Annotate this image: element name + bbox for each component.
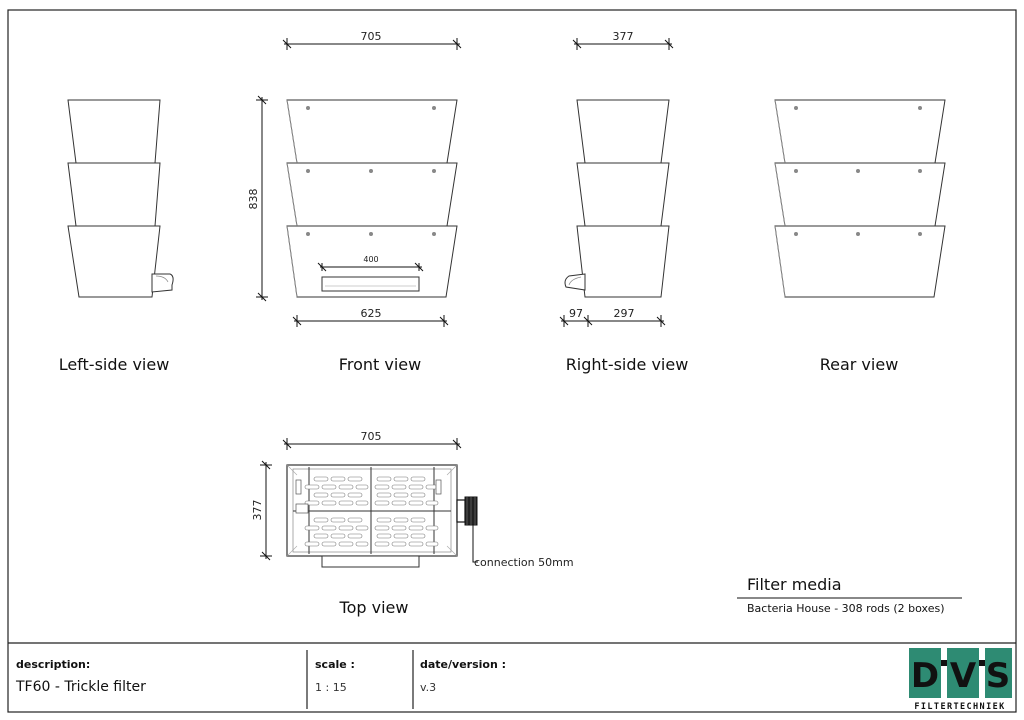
right-side-view-label: Right-side view (566, 355, 689, 374)
connection-label: connection 50mm (474, 556, 574, 569)
connection-fitting (456, 496, 478, 563)
side-width-top-dim: 377 (613, 30, 634, 43)
date-version-label: date/version : (420, 658, 506, 671)
scale-value: 1 : 15 (315, 681, 347, 694)
front-view-drawing (256, 38, 462, 327)
side-offset-dim: 97 (569, 307, 583, 320)
front-view-label: Front view (339, 355, 421, 374)
description-label: description: (16, 658, 90, 671)
right-side-view-drawing (559, 38, 674, 327)
title-block (8, 642, 1016, 709)
filter-media-title: Filter media (747, 575, 842, 594)
filter-media-text: Bacteria House - 308 rods (2 boxes) (747, 602, 945, 615)
front-opening-dim: 400 (363, 255, 378, 264)
left-side-view-drawing (67, 99, 174, 298)
logo-letter-d: D (911, 656, 939, 696)
top-depth-dim: 377 (251, 500, 264, 521)
rear-view-label: Rear view (820, 355, 899, 374)
top-width-dim: 705 (361, 430, 382, 443)
sheet-border (7, 9, 1017, 713)
logo-subtitle: FILTERTECHNIEK (914, 702, 1005, 712)
front-width-top-dim: 705 (361, 30, 382, 43)
logo-letter-s: S (986, 656, 1011, 696)
top-view-label: Top view (339, 598, 409, 617)
date-version-value: v.3 (420, 681, 436, 694)
logo-letter-v: V (950, 656, 977, 696)
rear-view-drawing (774, 99, 946, 298)
side-width-bottom-dim: 297 (614, 307, 635, 320)
dvs-logo: D V S FILTERTECHNIEK (909, 648, 1012, 712)
top-view-drawing (260, 438, 478, 568)
front-height-dim: 838 (247, 189, 260, 210)
front-width-bottom-dim: 625 (361, 307, 382, 320)
left-side-view-label: Left-side view (59, 355, 170, 374)
description-value: TF60 - Trickle filter (15, 679, 146, 695)
scale-label: scale : (315, 658, 355, 671)
